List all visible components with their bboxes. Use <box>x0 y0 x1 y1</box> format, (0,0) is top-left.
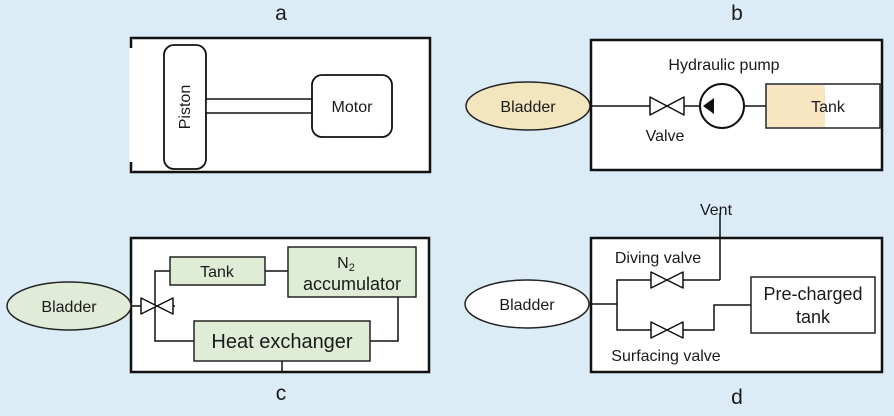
panel-a-letter: a <box>275 2 287 25</box>
pump-arrow-icon <box>703 98 714 114</box>
valve-b-label: Valve <box>646 128 685 145</box>
precharged-tank-line2: tank <box>796 307 831 327</box>
piston-rod <box>205 98 313 114</box>
tank-c-label: Tank <box>200 264 235 281</box>
heat-exchanger <box>193 320 371 362</box>
motor <box>311 74 393 138</box>
hydraulic-pump-label: Hydraulic pump <box>668 57 779 74</box>
panel-c-letter: c <box>276 382 287 405</box>
bladder-b-label: Bladder <box>500 99 556 116</box>
motor-label: Motor <box>332 99 374 116</box>
tank-b-label: Tank <box>811 99 846 116</box>
valve-c-icon <box>140 297 174 315</box>
piston-label: Piston <box>177 85 194 129</box>
bladder-d-label: Bladder <box>499 297 555 314</box>
bladder-c-label: Bladder <box>41 299 97 316</box>
panel-b-letter: b <box>731 2 743 25</box>
panel-b: b Bladder Valve Hydraulic pump Tank <box>465 2 884 172</box>
valve-b-icon <box>649 96 685 116</box>
tank-c <box>169 256 266 286</box>
panel-a: a Piston Motor <box>129 2 432 174</box>
heat-exchanger-label: Heat exchanger <box>211 331 353 353</box>
pipes-d <box>589 279 751 331</box>
n2-accumulator <box>287 246 417 298</box>
precharged-tank-line1: Pre-charged <box>763 284 862 304</box>
tank-b-fluid <box>767 85 825 127</box>
diving-valve-icon <box>650 271 684 289</box>
precharged-tank <box>750 276 876 334</box>
panel-d: d Bladder Vent Diving valve Surfacing va… <box>464 202 884 409</box>
surfacing-valve-icon <box>650 321 684 339</box>
diving-valve-label: Diving valve <box>615 250 701 267</box>
panel-c: c Bladder Tank N2 accumulator Heat excha… <box>6 236 431 405</box>
panel-d-letter: d <box>731 386 743 409</box>
n2-accumulator-gas: N2 <box>337 255 355 274</box>
n2-accumulator-label: accumulator <box>303 274 401 294</box>
surfacing-valve-label: Surfacing valve <box>611 348 720 365</box>
vent-label: Vent <box>700 202 733 219</box>
